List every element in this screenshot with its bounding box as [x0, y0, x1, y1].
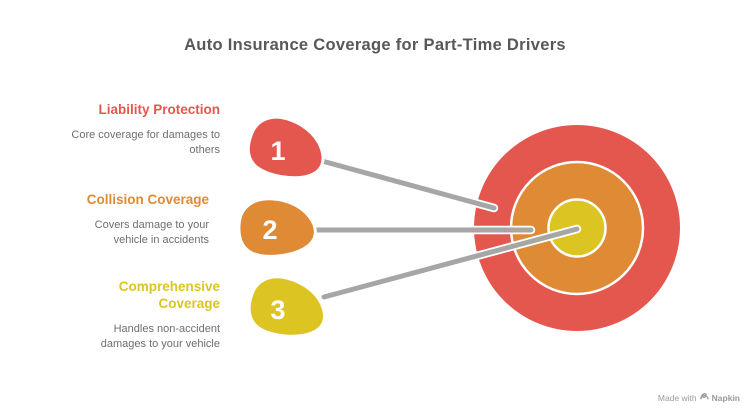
marker-3-number: 3: [270, 295, 285, 325]
marker-3-blob: [247, 275, 326, 338]
label-block-liability: Liability Protection Core coverage for d…: [70, 101, 220, 158]
connector-line-3: [321, 226, 580, 300]
collision-description: Covers damage to your vehicle in acciden…: [94, 219, 209, 246]
marker-3: 3: [247, 275, 326, 338]
label-block-comprehensive: Comprehensive Coverage Handles non-accid…: [70, 278, 220, 352]
marker-1: 1: [246, 115, 325, 180]
connector-lines: [306, 156, 582, 302]
comprehensive-heading: Comprehensive Coverage: [118, 279, 220, 311]
label-block-collision: Collision Coverage Covers damage to your…: [59, 191, 209, 248]
marker-1-number: 1: [270, 136, 285, 166]
brand-text: Napkin: [711, 392, 740, 403]
scribble-icon: [699, 392, 709, 403]
collision-heading: Collision Coverage: [86, 192, 209, 207]
marker-2-blob: [237, 197, 317, 258]
marker-2-number: 2: [262, 215, 277, 245]
connector-line-1: [319, 158, 497, 211]
made-with-text: Made with: [657, 392, 697, 403]
napkin-credit[interactable]: Made with Napkin: [658, 392, 740, 403]
liability-heading: Liability Protection: [98, 102, 220, 117]
marker-1-blob: [246, 115, 325, 180]
comprehensive-description: Handles non-accident damages to your veh…: [100, 323, 220, 350]
liability-description: Core coverage for damages to others: [71, 129, 220, 156]
page-title: Auto Insurance Coverage for Part-Time Dr…: [184, 36, 566, 54]
marker-2: 2: [237, 197, 317, 258]
